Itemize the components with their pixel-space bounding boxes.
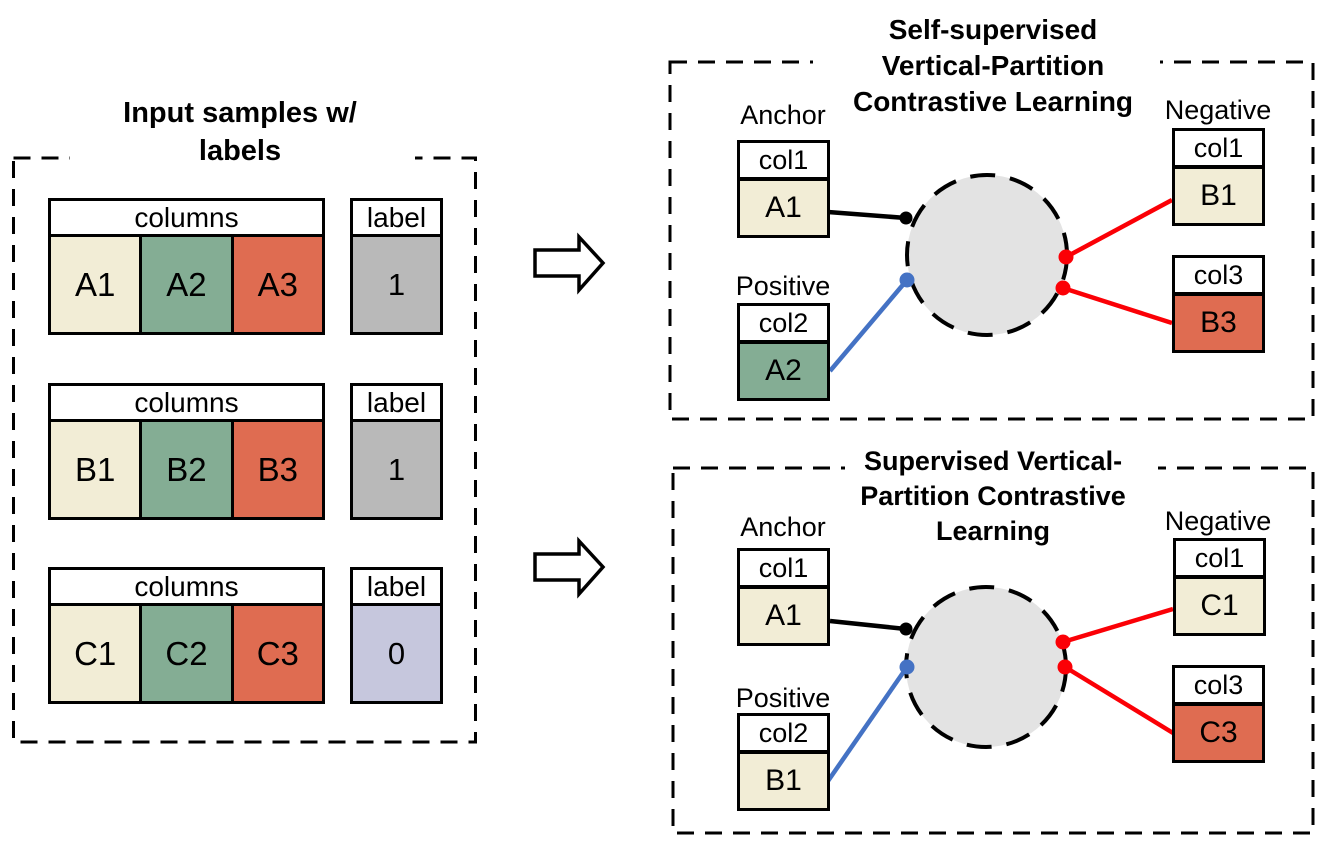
columns-header: columns <box>51 386 322 422</box>
ssl-panel-title: Self-supervised Vertical-Partition Contr… <box>768 12 1218 120</box>
ssl-negative-label: Negative <box>1164 95 1272 125</box>
ssl-positive-line <box>828 278 909 373</box>
ssl-embedding-circle <box>905 173 1069 337</box>
sample-cells-row-b: B1 B2 B3 <box>51 422 322 517</box>
ssl-positive-dot <box>899 272 915 288</box>
sup-positive-col-header: col2 <box>740 716 827 754</box>
sup-anchor-dot <box>899 622 913 636</box>
left-title-border-gap <box>70 152 415 164</box>
ssl-negative1-dot <box>1058 249 1074 265</box>
ssl-anchor-dot <box>899 211 913 225</box>
sup-anchor-cell: A1 <box>740 589 827 643</box>
cell-a1: A1 <box>51 237 140 332</box>
sup-positive-cell: B1 <box>740 754 827 808</box>
cell-c1: C1 <box>51 606 140 701</box>
ssl-negative1-table: col1 B1 <box>1172 128 1265 226</box>
ssl-title-line1: Self-supervised <box>888 14 1098 45</box>
cell-a2: A2 <box>139 237 231 332</box>
sample-table-row-c: columns C1 C2 C3 <box>48 567 325 704</box>
columns-header: columns <box>51 570 322 606</box>
label-table-row-b: label 1 <box>350 383 443 520</box>
label-header: label <box>353 570 440 606</box>
sup-positive-dot <box>899 659 915 675</box>
ssl-negative1-cell: B1 <box>1175 169 1262 223</box>
sup-negative1-table: col1 C1 <box>1173 538 1266 636</box>
label-header: label <box>353 386 440 422</box>
cell-a3: A3 <box>230 237 322 332</box>
ssl-negative2-line <box>1062 285 1173 326</box>
ssl-positive-label: Positive <box>735 271 831 301</box>
sup-title-line1: Supervised Vertical- <box>863 446 1123 476</box>
cell-b1: B1 <box>51 422 140 517</box>
sup-panel-title: Supervised Vertical- Partition Contrasti… <box>768 444 1218 549</box>
ssl-negative2-dot <box>1055 280 1071 296</box>
ssl-anchor-line <box>827 209 907 221</box>
sample-cells-row-c: C1 C2 C3 <box>51 606 322 701</box>
sup-title-line2: Partition Contrastive <box>860 481 1126 511</box>
ssl-anchor-label: Anchor <box>740 100 826 130</box>
sup-positive-line <box>826 665 909 783</box>
sup-negative-label: Negative <box>1164 506 1272 536</box>
ssl-positive-col-header: col2 <box>740 306 827 344</box>
sup-positive-table: col2 B1 <box>737 713 830 811</box>
sup-negative1-line <box>1062 606 1174 645</box>
label-value-row-c: 0 <box>353 606 440 701</box>
ssl-negative2-table: col3 B3 <box>1172 255 1265 353</box>
ssl-positive-cell: A2 <box>740 344 827 398</box>
ssl-negative1-col-header: col1 <box>1175 131 1262 169</box>
left-panel-title-line2: labels <box>198 135 282 167</box>
sample-table-row-a: columns A1 A2 A3 <box>48 198 325 335</box>
sup-anchor-line <box>829 618 907 632</box>
left-panel-title-line1: Input samples w/ <box>123 97 357 129</box>
left-panel-title: Input samples w/ labels <box>20 94 460 170</box>
cell-c3: C3 <box>230 606 322 701</box>
sup-embedding-circle <box>904 585 1068 749</box>
sup-negative2-line <box>1063 665 1175 735</box>
ssl-anchor-cell: A1 <box>740 181 827 235</box>
sup-negative2-cell: C3 <box>1175 706 1262 760</box>
sup-anchor-table: col1 A1 <box>737 548 830 646</box>
label-table-row-a: label 1 <box>350 198 443 335</box>
ssl-negative2-col-header: col3 <box>1175 258 1262 296</box>
sup-anchor-label: Anchor <box>740 512 826 542</box>
flow-arrow-top-icon <box>533 232 606 295</box>
ssl-negative1-line <box>1064 198 1174 259</box>
sample-table-row-b: columns B1 B2 B3 <box>48 383 325 520</box>
ssl-title-line2: Vertical-Partition <box>881 50 1105 81</box>
sup-anchor-col-header: col1 <box>740 551 827 589</box>
cell-c2: C2 <box>139 606 231 701</box>
ssl-positive-table: col2 A2 <box>737 303 830 401</box>
label-header: label <box>353 201 440 237</box>
ssl-title-border-gap <box>813 56 1160 68</box>
sup-negative1-dot <box>1055 634 1071 650</box>
cell-b3: B3 <box>230 422 322 517</box>
sup-negative1-cell: C1 <box>1176 579 1263 633</box>
label-value-row-b: 1 <box>353 422 440 517</box>
sup-negative2-col-header: col3 <box>1175 668 1262 706</box>
ssl-anchor-col-header: col1 <box>740 143 827 181</box>
sup-title-line3: Learning <box>935 516 1050 546</box>
label-table-row-c: label 0 <box>350 567 443 704</box>
sup-negative2-dot <box>1057 659 1073 675</box>
sup-negative2-table: col3 C3 <box>1172 665 1265 763</box>
sup-negative1-col-header: col1 <box>1176 541 1263 579</box>
sup-positive-label: Positive <box>735 683 831 713</box>
flow-arrow-bottom-icon <box>533 536 606 599</box>
ssl-negative2-cell: B3 <box>1175 296 1262 350</box>
cell-b2: B2 <box>139 422 231 517</box>
ssl-title-line3: Contrastive Learning <box>852 86 1134 117</box>
ssl-anchor-table: col1 A1 <box>737 140 830 238</box>
label-value-row-a: 1 <box>353 237 440 332</box>
columns-header: columns <box>51 201 322 237</box>
sup-title-border-gap <box>845 462 1158 474</box>
sample-cells-row-a: A1 A2 A3 <box>51 237 322 332</box>
